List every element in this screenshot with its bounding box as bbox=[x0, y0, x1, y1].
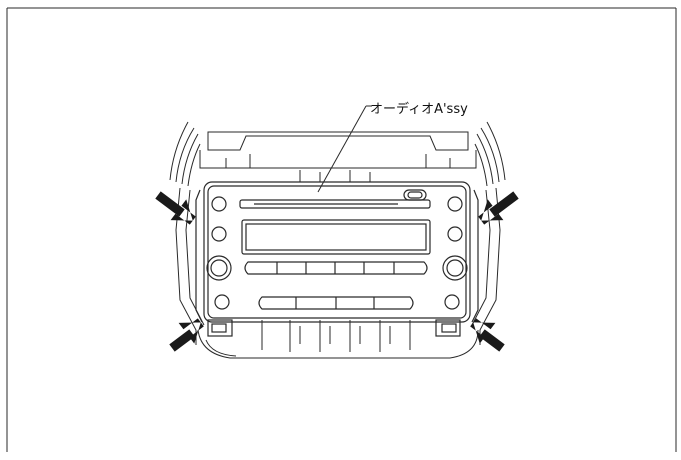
audio-unit bbox=[195, 181, 479, 337]
audio-assembly-label: オーディオA'ssy bbox=[370, 102, 468, 117]
page-border bbox=[6, 7, 677, 452]
arrow-top-right bbox=[478, 199, 504, 225]
arrow-top-left-shaft bbox=[155, 191, 185, 217]
arrow-bottom-left bbox=[178, 318, 204, 344]
arrow-bottom-right-shaft bbox=[479, 329, 505, 352]
arrow-bottom-right bbox=[470, 318, 496, 344]
callout-leader bbox=[317, 105, 372, 193]
arrow-top-right-shaft bbox=[489, 191, 519, 217]
arrow-top-left bbox=[170, 199, 196, 225]
arrow-bottom-left-shaft bbox=[169, 329, 195, 352]
